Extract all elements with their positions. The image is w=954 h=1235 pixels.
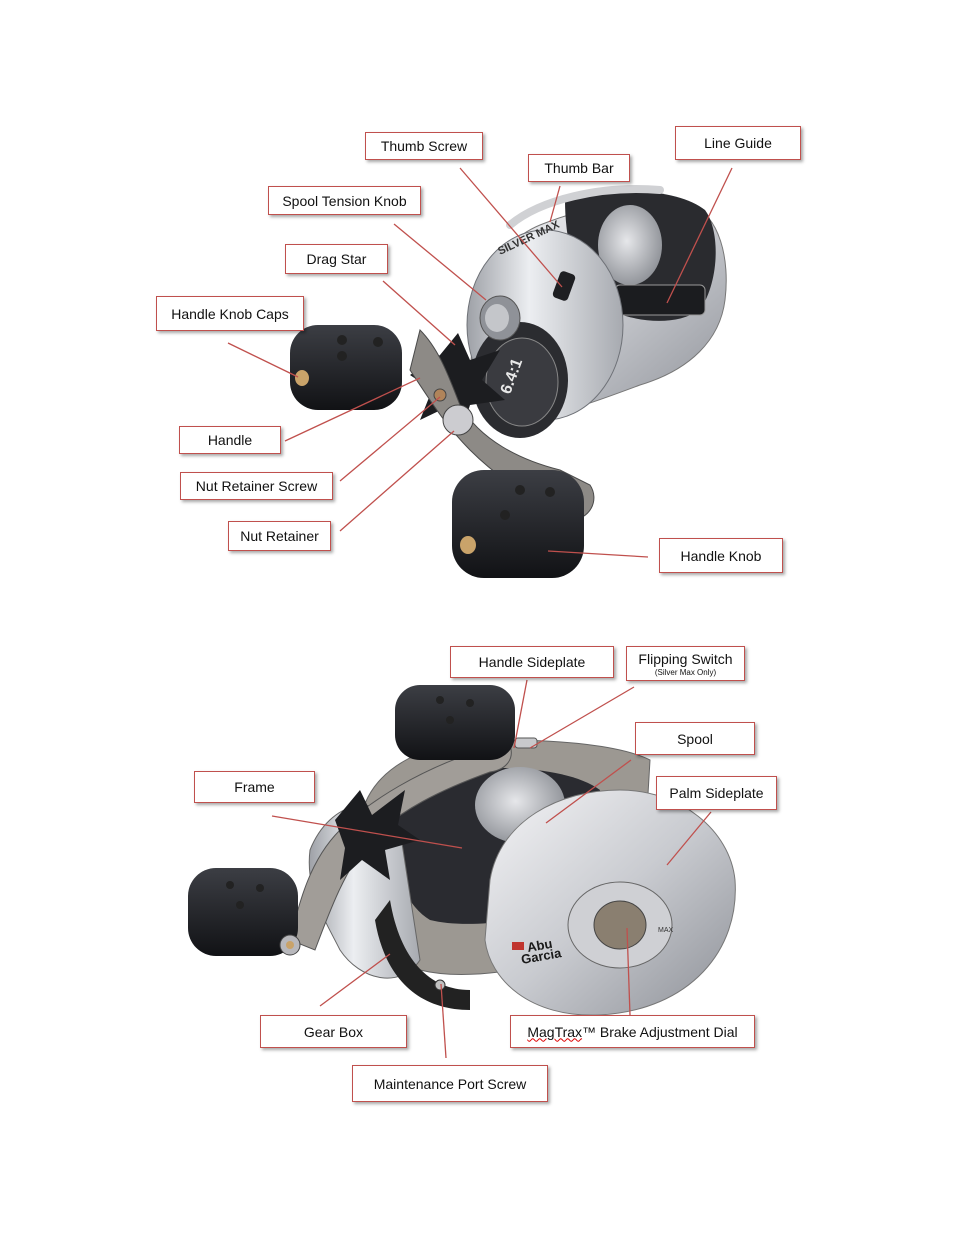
label-text: Spool xyxy=(677,730,713,747)
label-subtext: (Silver Max Only) xyxy=(654,667,717,677)
bottom-reel-dial-max: MAX xyxy=(658,927,674,934)
label-text: Thumb Bar xyxy=(544,160,614,176)
label-brake-dial: MagTrax™ Brake Adjustment Dial xyxy=(510,1015,755,1048)
bottom-reel-brand-mark xyxy=(512,942,524,950)
label-text: Drag Star xyxy=(306,251,367,267)
bottom-reel-gear-box-base xyxy=(375,900,470,1010)
top-reel-knob-cap-2 xyxy=(460,536,476,554)
leader-spool xyxy=(545,759,632,824)
top-reel-knob-dot xyxy=(337,351,347,361)
label-text: Handle Knob Caps xyxy=(171,305,289,322)
leader-drag-star xyxy=(382,280,456,346)
label-handle-knob: Handle Knob xyxy=(659,538,783,573)
top-reel-nut-retainer-screw xyxy=(433,388,447,402)
bottom-reel-knob-dot xyxy=(436,696,444,704)
leader-handle-knob xyxy=(547,550,649,558)
bottom-reel-drag-star xyxy=(335,790,420,880)
bottom-reel-maintenance-screw xyxy=(434,979,446,991)
label-text: Handle Knob xyxy=(680,547,762,564)
top-reel: 6.4:1 SILVER MAX xyxy=(290,185,727,578)
top-reel-gear-ratio-plate xyxy=(485,337,559,427)
label-magtrax-word: MagTrax xyxy=(527,1023,583,1040)
label-text: Nut Retainer Screw xyxy=(195,478,318,494)
bottom-reel-handle-knob-1 xyxy=(395,685,515,760)
leader-spool-tension-knob xyxy=(393,223,487,301)
bottom-reel-brand-line1: Abu xyxy=(526,936,554,955)
top-reel-knob-cap-1 xyxy=(295,370,309,386)
top-reel-knob-dot xyxy=(500,510,510,520)
leader-handle-sideplate xyxy=(513,679,528,749)
label-frame: Frame xyxy=(194,771,315,803)
top-reel-handle-knob-1 xyxy=(290,325,402,410)
bottom-reel-brand-line2: Garcia xyxy=(520,945,563,967)
label-text: Spool Tension Knob xyxy=(282,192,407,209)
bottom-reel-knob-dot xyxy=(256,884,264,892)
top-reel-knob-dot xyxy=(337,335,347,345)
bottom-reel-knob-dot xyxy=(446,716,454,724)
label-maintenance-port-screw: Maintenance Port Screw xyxy=(352,1065,548,1102)
leader-lines xyxy=(227,167,733,1059)
label-text: Line Guide xyxy=(704,135,772,151)
label-line-guide: Line Guide xyxy=(675,126,801,160)
label-flipping-switch: Flipping Switch(Silver Max Only) xyxy=(626,646,745,681)
top-reel-knob-dot xyxy=(373,337,383,347)
label-thumb-screw: Thumb Screw xyxy=(365,132,483,160)
bottom-reel-knob-dot xyxy=(226,881,234,889)
label-text: Flipping Switch xyxy=(638,650,733,667)
bottom-reel-knob-dot xyxy=(466,699,474,707)
top-reel-line-guide-window xyxy=(614,284,706,316)
label-magtrax-rest: ™ Brake Adjustment Dial xyxy=(582,1023,738,1040)
label-text: Palm Sideplate xyxy=(669,785,764,801)
label-spool-tension-knob: Spool Tension Knob xyxy=(268,186,421,215)
label-handle: Handle xyxy=(179,426,281,454)
label-spool: Spool xyxy=(635,722,755,755)
top-reel-knob-dot xyxy=(515,485,525,495)
label-handle-sideplate: Handle Sideplate xyxy=(450,646,614,678)
leader-gear-box xyxy=(319,953,391,1007)
label-nut-retainer-screw: Nut Retainer Screw xyxy=(180,472,333,500)
leader-frame xyxy=(271,815,463,849)
leader-nut-retainer xyxy=(339,430,455,532)
leader-palm-sideplate xyxy=(666,811,712,866)
top-reel-knob-dot xyxy=(545,487,555,497)
bottom-reel-brake-dial xyxy=(593,900,647,950)
label-text: Handle xyxy=(207,432,253,448)
leader-brake-dial xyxy=(626,927,631,1016)
label-text: Handle Sideplate xyxy=(478,654,586,670)
label-handle-knob-caps: Handle Knob Caps xyxy=(156,296,304,331)
bottom-reel-handle-knob-2 xyxy=(188,868,298,956)
label-text: Frame xyxy=(234,779,275,795)
label-text: Nut Retainer xyxy=(240,528,319,544)
label-text: Thumb Screw xyxy=(380,138,468,154)
top-reel-thumb-screw xyxy=(552,271,576,301)
label-drag-star: Drag Star xyxy=(285,244,388,274)
top-reel-nut-retainer xyxy=(442,404,474,436)
bottom-reel-knob-dot xyxy=(236,901,244,909)
leader-thumb-screw xyxy=(459,167,563,288)
leader-handle-knob-caps xyxy=(227,342,299,378)
leader-thumb-bar xyxy=(549,185,561,223)
top-reel-tension-knob-cap xyxy=(485,304,509,332)
bottom-reel: MAX Abu Garcia xyxy=(188,685,736,1016)
leader-handle xyxy=(284,377,421,442)
label-palm-sideplate: Palm Sideplate xyxy=(656,776,777,810)
label-gear-box: Gear Box xyxy=(260,1015,407,1048)
label-text: Gear Box xyxy=(303,1023,364,1040)
label-thumb-bar: Thumb Bar xyxy=(528,154,630,182)
label-text: Maintenance Port Screw xyxy=(373,1075,527,1092)
leader-flipping-switch xyxy=(529,686,635,749)
label-text: MagTrax™ Brake Adjustment Dial xyxy=(527,1024,737,1040)
top-reel-spool xyxy=(598,205,662,285)
leader-line-guide xyxy=(666,167,733,304)
leader-maintenance-port-screw xyxy=(440,983,447,1059)
leader-nut-retainer-screw xyxy=(339,396,441,482)
label-nut-retainer: Nut Retainer xyxy=(228,521,331,551)
bottom-reel-nut-cap xyxy=(286,941,294,949)
top-reel-thumb-bar xyxy=(506,185,664,229)
